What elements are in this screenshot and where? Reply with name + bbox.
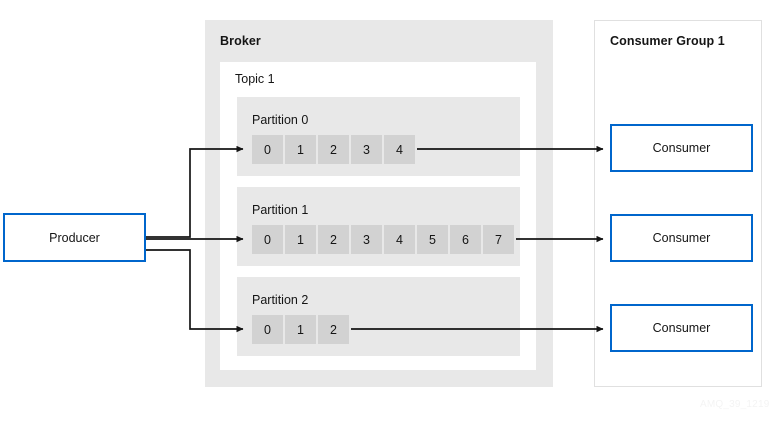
- offset-cell: 0: [252, 135, 283, 164]
- consumer-box-1[interactable]: Consumer: [610, 214, 753, 262]
- offset-cell: 4: [384, 225, 415, 254]
- consumer-label-2: Consumer: [652, 321, 711, 335]
- partition-panel-2: [237, 277, 520, 356]
- offset-cell: 3: [351, 135, 382, 164]
- offset-cell: 1: [285, 225, 316, 254]
- consumer-box-0[interactable]: Consumer: [610, 124, 753, 172]
- partition-title-0: Partition 0: [252, 113, 309, 127]
- producer-box[interactable]: Producer: [3, 213, 146, 262]
- offset-cell: 1: [285, 135, 316, 164]
- consumer-label-1: Consumer: [652, 231, 711, 245]
- watermark: AMQ_39_1219: [700, 399, 770, 410]
- offset-cell: 7: [483, 225, 514, 254]
- consumer-label-0: Consumer: [652, 141, 711, 155]
- producer-label: Producer: [49, 230, 100, 245]
- offset-cell: 4: [384, 135, 415, 164]
- offset-cell: 2: [318, 135, 349, 164]
- offset-cell: 5: [417, 225, 448, 254]
- consumer-group-title: Consumer Group 1: [610, 34, 725, 48]
- offset-cell: 0: [252, 315, 283, 344]
- offset-cell: 1: [285, 315, 316, 344]
- offset-cell: 2: [318, 225, 349, 254]
- consumer-box-2[interactable]: Consumer: [610, 304, 753, 352]
- partition-title-2: Partition 2: [252, 293, 309, 307]
- offset-cell: 2: [318, 315, 349, 344]
- offset-cell: 3: [351, 225, 382, 254]
- broker-title: Broker: [220, 34, 261, 48]
- offset-cell: 0: [252, 225, 283, 254]
- topic-title: Topic 1: [235, 72, 275, 86]
- offset-cell: 6: [450, 225, 481, 254]
- partition-title-1: Partition 1: [252, 203, 309, 217]
